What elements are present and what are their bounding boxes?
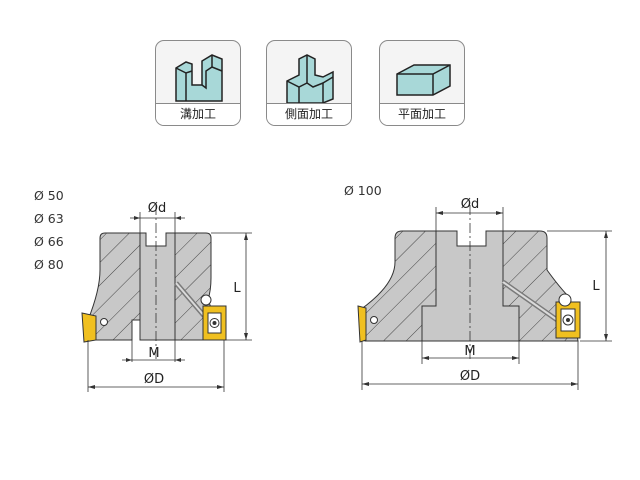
large-dim-L: L xyxy=(592,279,600,294)
insert-left xyxy=(357,305,367,343)
size-label: Ø 66 xyxy=(34,234,64,249)
face-milling-card: 平面加工 xyxy=(379,40,465,126)
size-label: Ø 80 xyxy=(34,257,64,272)
insert-left xyxy=(81,312,97,343)
large-dim-D: ØD xyxy=(460,369,480,384)
card-label: 平面加工 xyxy=(380,103,464,125)
side-milling-icon xyxy=(286,54,334,104)
size-label: Ø 50 xyxy=(34,188,64,203)
card-label: 側面加工 xyxy=(267,103,351,125)
card-label: 溝加工 xyxy=(156,103,240,125)
face-milling-icon xyxy=(396,64,451,96)
slot-milling-card: 溝加工 xyxy=(155,40,241,126)
small-dim-L: L xyxy=(233,281,241,296)
size-list: Ø 50 Ø 63 Ø 66 Ø 80 xyxy=(34,184,64,276)
small-cutter-drawing: Ød L M ØD xyxy=(81,201,252,392)
small-dim-D: ØD xyxy=(144,372,164,387)
small-dim-d: Ød xyxy=(148,201,166,216)
small-dim-M: M xyxy=(148,346,159,361)
side-milling-card: 側面加工 xyxy=(266,40,352,126)
large-dim-M: M xyxy=(464,344,475,359)
size-label-large: Ø 100 xyxy=(344,183,382,198)
size-label: Ø 63 xyxy=(34,211,64,226)
large-cutter-drawing: Ød L M ØD xyxy=(357,197,612,390)
large-dim-d: Ød xyxy=(461,197,479,212)
slot-milling-icon xyxy=(175,54,223,102)
